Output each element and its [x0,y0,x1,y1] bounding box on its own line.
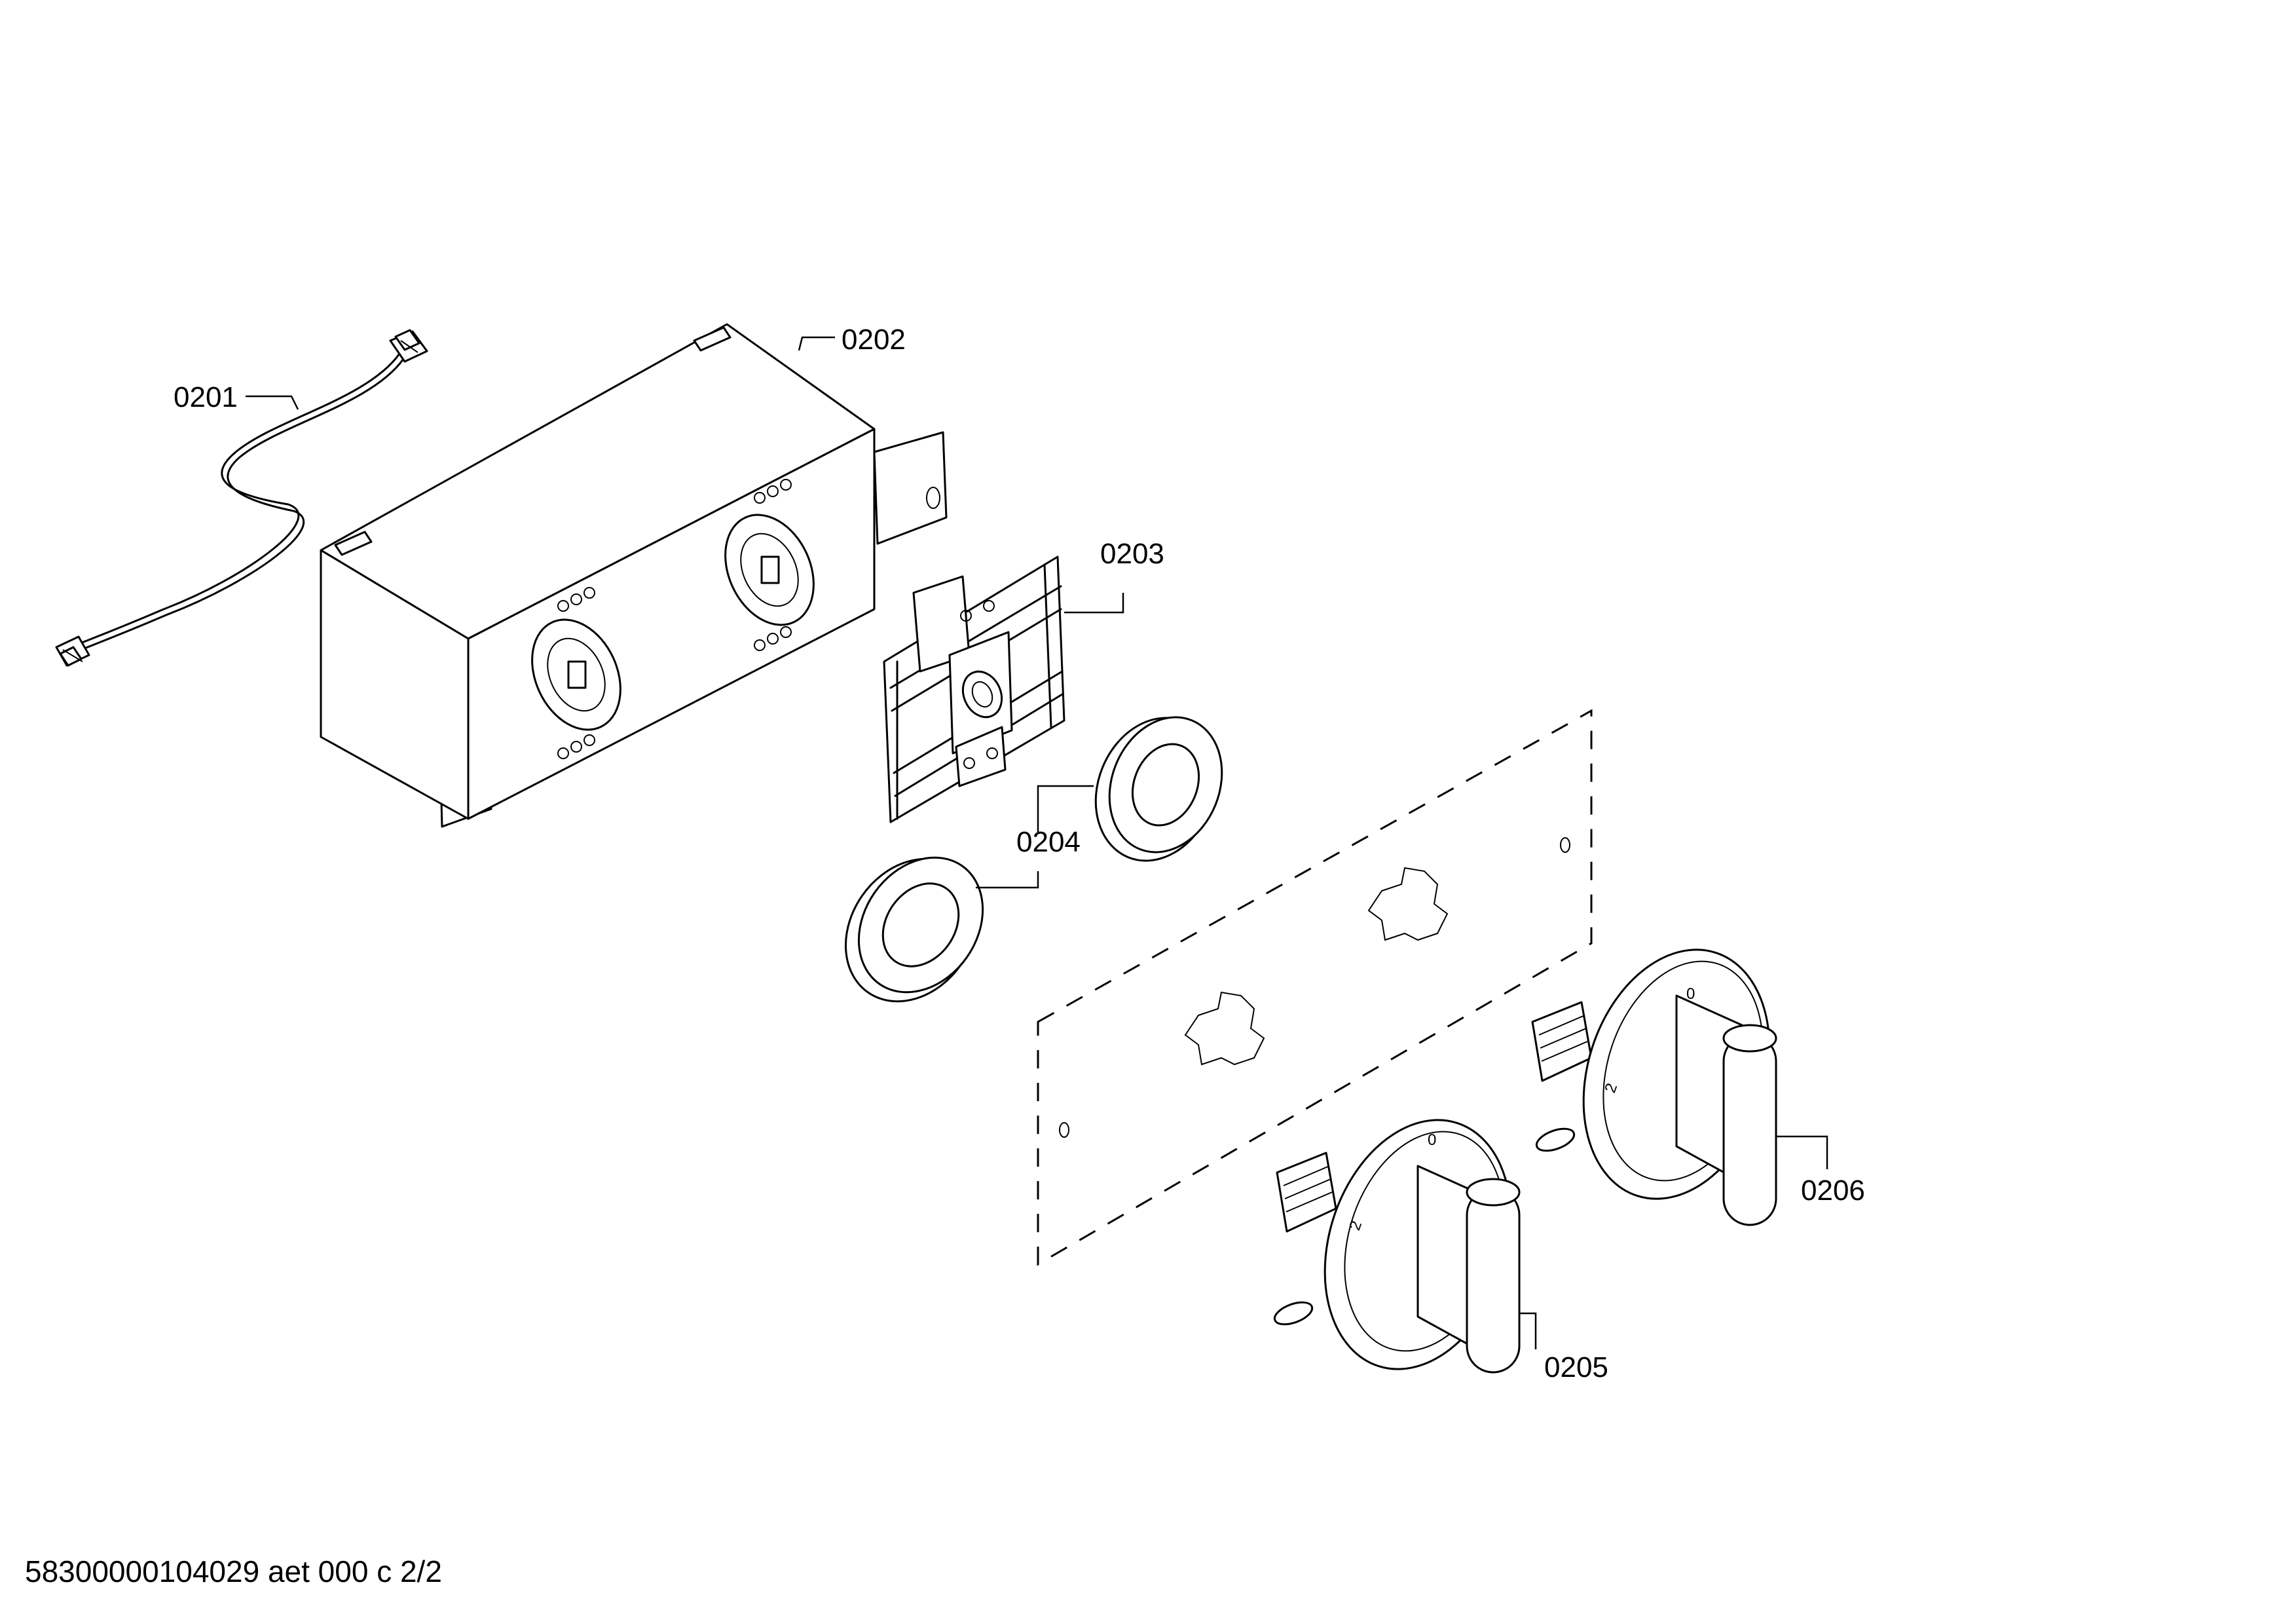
rotary-switch [883,555,1065,823]
front-panel-outline [1037,709,1593,1266]
leader-lines [246,336,1828,1349]
sealing-ring-lower [844,856,984,1003]
label-0201: 0201 [174,381,238,413]
label-0204: 0204 [1016,826,1081,858]
label-0206: 0206 [1801,1174,1865,1207]
housing-screw-holes [557,479,792,759]
cable-connector-bottom [55,635,90,667]
switch-housing [320,323,948,828]
sealing-ring-upper [1094,716,1223,862]
cable-connector-top [389,329,428,363]
label-0205: 0205 [1544,1351,1608,1383]
label-0203: 0203 [1100,538,1164,570]
dial-mark-zero: 0 [1686,985,1695,1003]
document-code: 58300000104029 aet 000 c 2/2 [25,1554,442,1588]
control-knob-rear: 0 2 [1531,948,1777,1226]
dial-mark-zero: 0 [1428,1131,1436,1149]
control-knob-front: 0 2 [1273,1119,1521,1374]
cable-assembly [55,329,428,667]
housing-opening-left [531,618,621,731]
label-0202: 0202 [842,324,906,356]
housing-opening-right [724,514,815,626]
